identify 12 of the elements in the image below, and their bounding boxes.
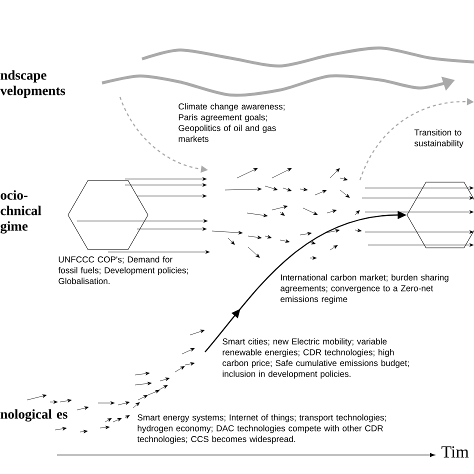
annotation-text: UNFCCC COP's; Demand for fossil fuels; Development policies; Globalisation. (58, 256, 188, 284)
hexagon-drawing (68, 180, 148, 250)
annotation-text: International carbon market; burden sharing agreements; convergence to a Zero-net emissions regime (280, 274, 448, 304)
annotation-text: Smart energy systems; Internet of things; transport technologies; hydrogen economy; DAC technologies compete with other CDR technologies; CCS becomes widespread. (137, 414, 386, 444)
annotation-text: Transition to sustainability (414, 129, 464, 148)
heading: nological es (0, 409, 68, 422)
annotation-text: Smart cities; new Electric mobility; variable renewable energies; CDR technologies; high carbon price; Safe cumulative emissions budget; inclusion in development policies. (222, 338, 409, 379)
heading: ndscape velopments (0, 70, 66, 98)
axis-label: Tim (442, 446, 469, 458)
heading: ocio- chnical gime (0, 190, 42, 234)
hexagon-drawing (406, 182, 474, 248)
annotation-text: Climate change awareness; Paris agreement goals; Geopolitics of oil and gas markets (178, 103, 284, 142)
